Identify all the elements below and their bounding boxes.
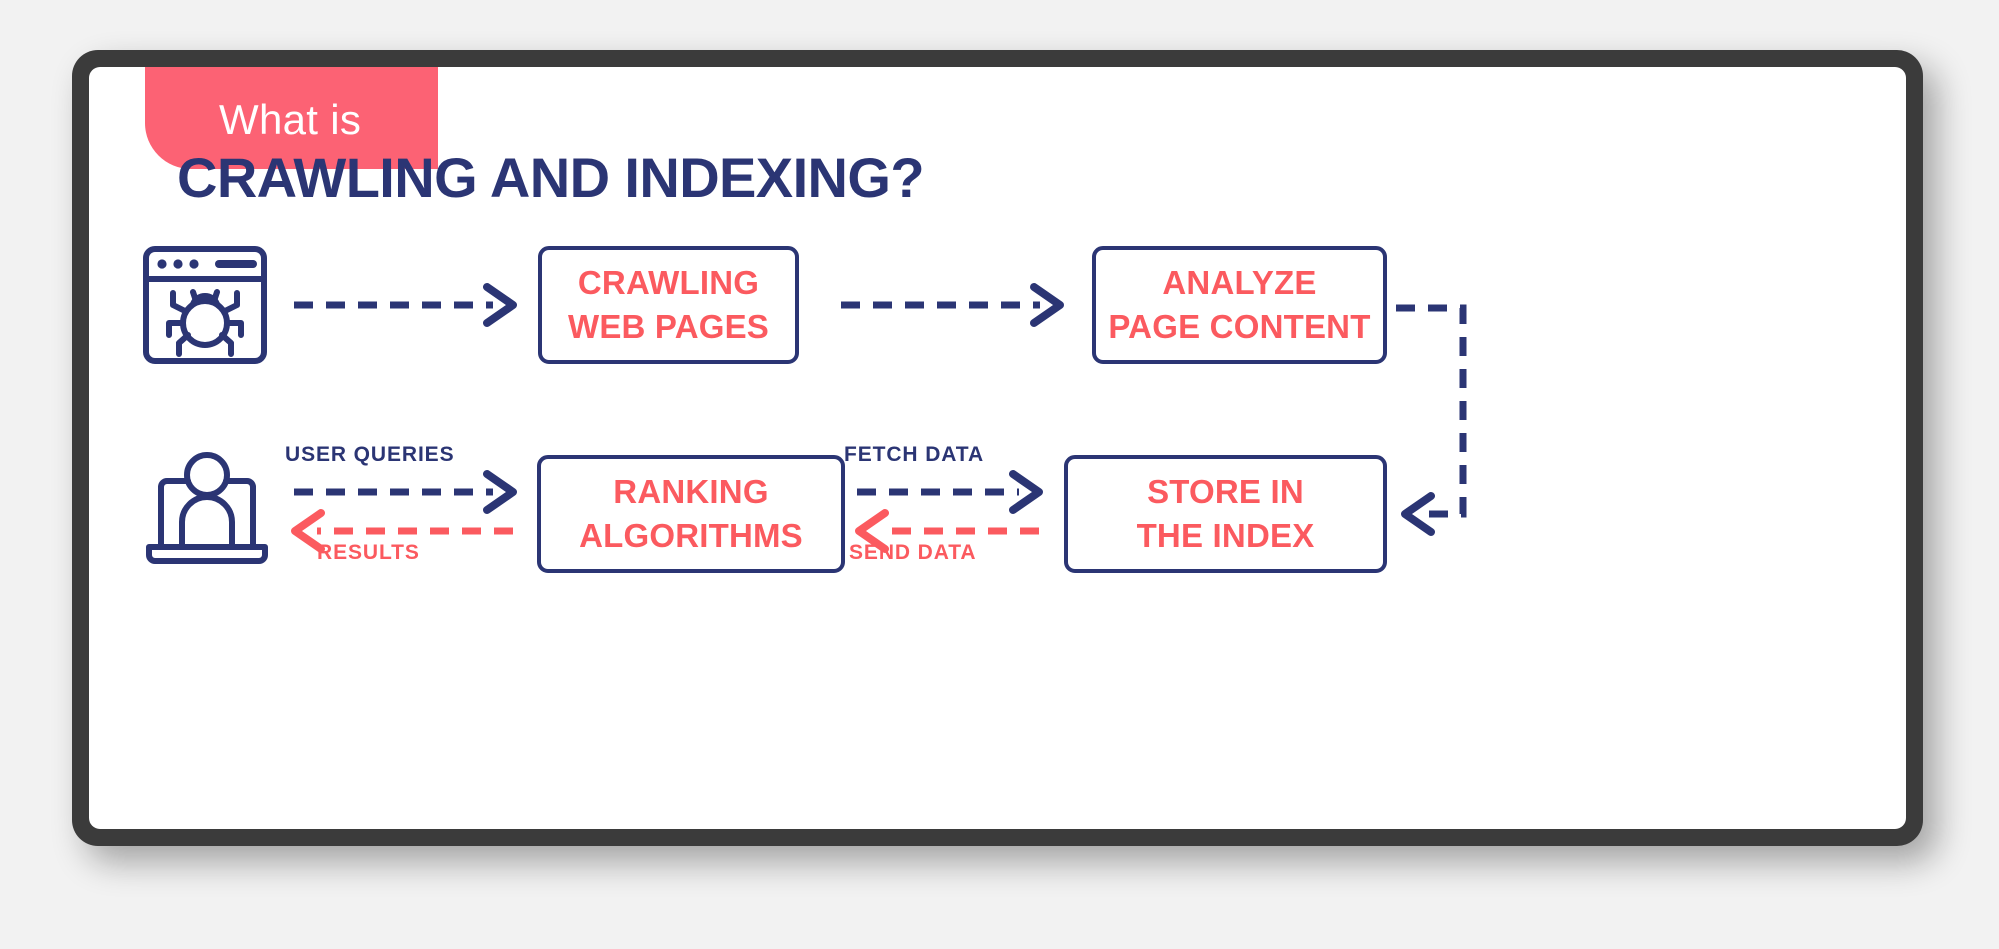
flow-box-store[interactable]: STORE IN THE INDEX [1064,455,1387,573]
connector-analyze-to-store [1396,304,1467,536]
connector-crawling-to-analyze [841,283,1064,327]
connector-label-send-data: SEND DATA [849,541,977,564]
connector-crawler-to-crawling [294,283,517,327]
connector-label-fetch-data: FETCH DATA [844,443,985,466]
flow-box-crawling-line2: WEB PAGES [567,308,770,345]
flow-box-analyze-line2: PAGE CONTENT [1108,308,1371,345]
flow-box-crawling[interactable]: CRAWLING WEB PAGES [538,246,799,364]
browser-bug-icon [141,241,269,369]
connector-store-to-ranking [855,509,1039,553]
what-is-badge: What is [145,67,438,169]
flow-box-analyze[interactable]: ANALYZE PAGE CONTENT [1092,246,1387,364]
flow-box-ranking-line1: RANKING [613,473,769,511]
flow-box-ranking-line2: ALGORITHMS [579,517,803,554]
infographic-card: What is CRAWLING AND INDEXING? [89,67,1906,829]
flow-box-analyze-line1: ANALYZE [1162,264,1317,302]
flow-box-store-line1: STORE IN [1147,473,1304,511]
flow-box-ranking[interactable]: RANKING ALGORITHMS [537,455,845,573]
connector-ranking-to-store [857,470,1043,514]
connector-label-results: RESULTS [317,541,420,564]
connector-layer [291,283,1467,553]
device-frame: What is CRAWLING AND INDEXING? [72,50,1923,846]
flow-box-crawling-line1: CRAWLING [577,264,760,302]
connector-ranking-to-user [291,509,513,553]
badge-label: What is [219,96,362,143]
page-title: CRAWLING AND INDEXING? [177,146,925,209]
user-laptop-icon [141,451,273,571]
connector-user-to-ranking [294,470,517,514]
flow-box-store-line2: THE INDEX [1136,517,1315,554]
connector-label-user-queries: USER QUERIES [285,443,455,466]
